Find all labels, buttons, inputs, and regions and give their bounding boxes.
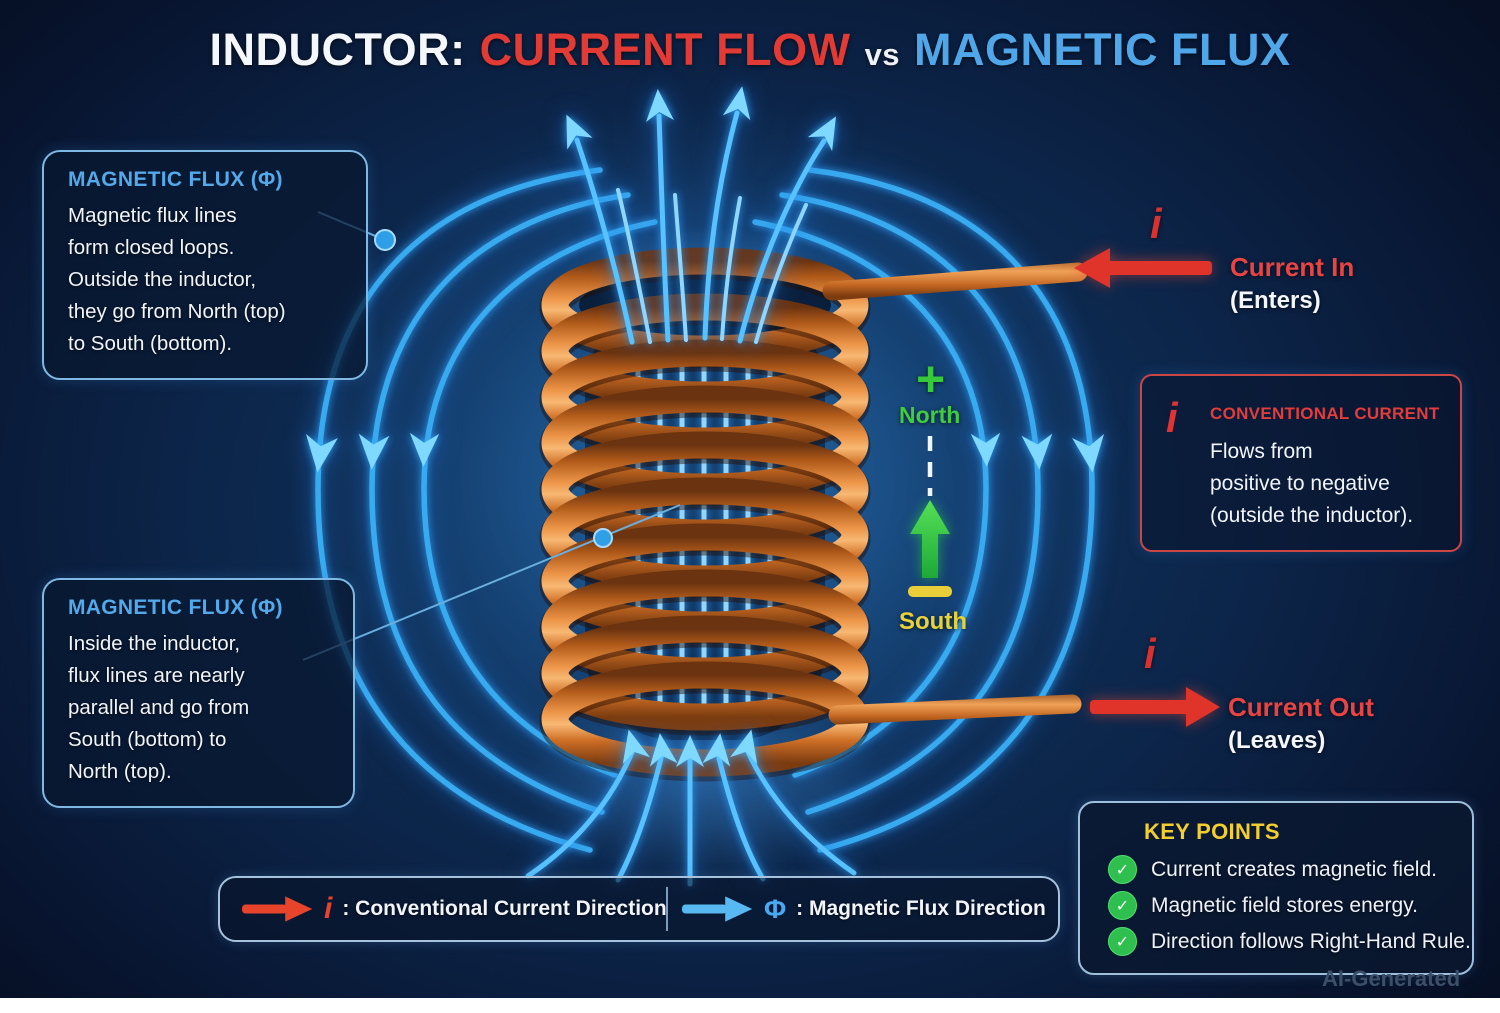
north-plus-sign: + (916, 351, 946, 407)
flux-direction-arrow-icon (682, 896, 753, 922)
inductor-coil (539, 247, 1088, 782)
panel-title: MAGNETIC FLUX (Φ) (68, 596, 283, 619)
current-in-arrow-icon (1074, 248, 1212, 288)
current-out-symbol: i (1144, 630, 1156, 677)
panel-title: MAGNETIC FLUX (Φ) (68, 168, 283, 191)
current-direction-arrow-icon (242, 896, 313, 922)
current-out-sublabel: (Leaves) (1228, 727, 1326, 754)
current-arrows (1074, 248, 1220, 727)
panel-title: CONVENTIONAL CURRENT (1210, 404, 1440, 423)
watermark: AI-Generated (1322, 966, 1461, 991)
title-current-flow: CURRENT FLOW (479, 24, 851, 75)
flux-arrowhead-icon (970, 432, 1002, 468)
legend-flux-group: Φ : Magnetic Flux Direction (682, 878, 1046, 940)
flux-arrowhead-icon (807, 109, 849, 152)
key-point-text: Magnetic field stores energy. (1151, 893, 1418, 917)
current-in-symbol: i (1150, 200, 1162, 247)
panel-body: Flows from positive to negative (outside… (1210, 440, 1414, 527)
legend-current-label: : Conventional Current Direction (342, 897, 667, 920)
current-symbol: i (1166, 394, 1178, 441)
south-label: South (899, 608, 967, 635)
flux-fan-top (553, 83, 849, 345)
bottom-white-strip (0, 998, 1500, 1013)
minus-icon (908, 586, 952, 597)
flux-up-arrow-icon (910, 500, 950, 578)
check-icon: ✓ (1108, 927, 1137, 956)
flux-fan-bottom (525, 726, 857, 887)
title-vs: vs (864, 37, 901, 72)
coil-lead-top (822, 262, 1088, 301)
current-in-sublabel: (Enters) (1230, 287, 1321, 314)
legend-current-symbol: i (324, 892, 333, 925)
key-point-item: ✓ Magnetic field stores energy. (1108, 891, 1418, 920)
key-point-text: Current creates magnetic field. (1151, 857, 1437, 881)
current-in-label: Current In (1230, 252, 1355, 282)
callout-dot-inside-flux (593, 528, 613, 548)
current-out-label: Current Out (1228, 692, 1374, 722)
key-points-title: KEY POINTS (1144, 819, 1280, 844)
callout-dot-outside-flux (374, 229, 396, 251)
flux-arrowhead-icon (553, 108, 593, 150)
legend-divider (666, 887, 668, 931)
magnetic-flux-inside-panel: MAGNETIC FLUX (Φ) Inside the inductor, f… (42, 578, 355, 808)
current-out-arrow-icon (1090, 687, 1220, 727)
flux-arrowhead-icon (1021, 433, 1055, 471)
legend-current-group: i : Conventional Current Direction (242, 878, 667, 940)
panel-body: Magnetic flux lines form closed loops. O… (68, 204, 286, 355)
check-icon: ✓ (1108, 891, 1137, 920)
panel-body: Inside the inductor, flux lines are near… (68, 632, 250, 783)
check-icon: ✓ (1108, 855, 1137, 884)
coil-lead-bottom (828, 694, 1082, 725)
key-points-panel: KEY POINTS ✓ Current creates magnetic fi… (1078, 801, 1474, 975)
flux-arrowheads-top (553, 83, 849, 152)
title-magnetic-flux: MAGNETIC FLUX (914, 24, 1291, 75)
title-inductor: INDUCTOR: (209, 24, 466, 75)
key-point-text: Direction follows Right-Hand Rule. (1151, 929, 1471, 953)
legend: i : Conventional Current Direction Φ : M… (218, 876, 1060, 942)
pole-axis (908, 436, 952, 597)
key-point-item: ✓ Direction follows Right-Hand Rule. (1108, 927, 1471, 956)
key-point-item: ✓ Current creates magnetic field. (1108, 855, 1437, 884)
flux-arrowhead-icon (408, 432, 440, 468)
legend-flux-label: : Magnetic Flux Direction (796, 897, 1046, 920)
conventional-current-panel: i CONVENTIONAL CURRENT Flows from positi… (1140, 374, 1462, 552)
legend-flux-symbol: Φ (764, 893, 787, 924)
north-label: North (899, 402, 961, 428)
magnetic-flux-outside-panel: MAGNETIC FLUX (Φ) Magnetic flux lines fo… (42, 150, 368, 380)
page-title: INDUCTOR: CURRENT FLOW vs MAGNETIC FLUX (0, 24, 1500, 76)
flux-arrowhead-icon (722, 83, 756, 121)
